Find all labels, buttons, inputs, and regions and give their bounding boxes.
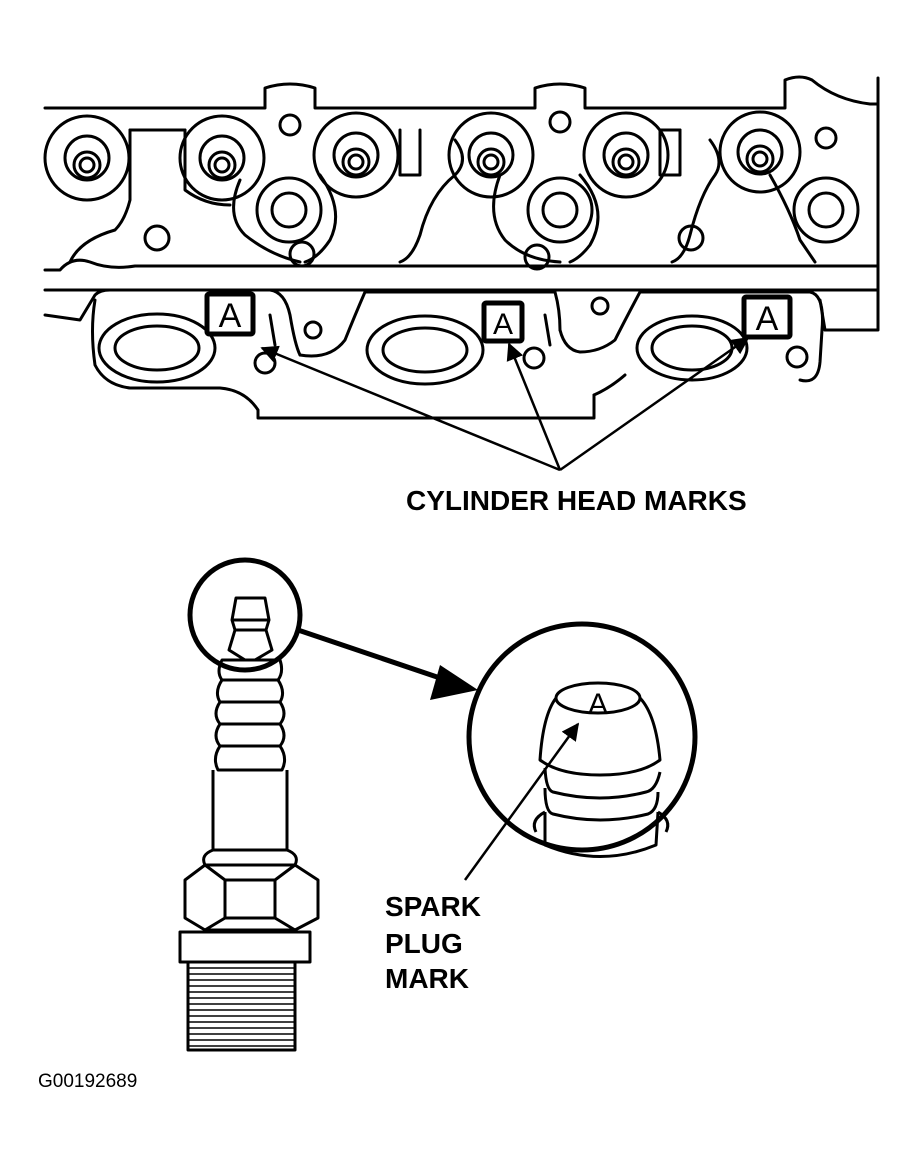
detail-zoom-circle [466, 621, 698, 853]
spark-plug-mark-label-line-3: MARK [385, 963, 469, 994]
spark-plug-illustration [178, 596, 320, 1052]
cylinder-mark-2: A [481, 300, 525, 344]
cylinder-mark-3-letter: A [756, 300, 779, 338]
cylinder-mark-leaders [260, 336, 750, 472]
figure-code: G00192689 [38, 1071, 137, 1092]
cylinder-mark-1-letter: A [219, 297, 242, 335]
plug-mark-letter: A [588, 688, 608, 721]
spark-plug-mark-label-line-2: PLUG [385, 928, 463, 959]
spark-plug-mark-label-line-1: SPARK [385, 891, 481, 922]
spark-plug-threads [188, 967, 295, 1047]
plug-tip-enlarged [532, 681, 670, 858]
cylinder-mark-2-letter: A [493, 308, 513, 341]
detail-source-circle [187, 557, 303, 673]
spark-plug-mark-leader [463, 722, 580, 881]
magnify-arrow [297, 627, 478, 700]
cylinder-head-illustration [43, 75, 880, 292]
cylinder-head-marks-label: CYLINDER HEAD MARKS [406, 485, 747, 516]
cylinder-mark-1: A [204, 291, 256, 337]
cylinder-mark-3: A [741, 294, 793, 340]
manifold-flange [43, 288, 880, 420]
